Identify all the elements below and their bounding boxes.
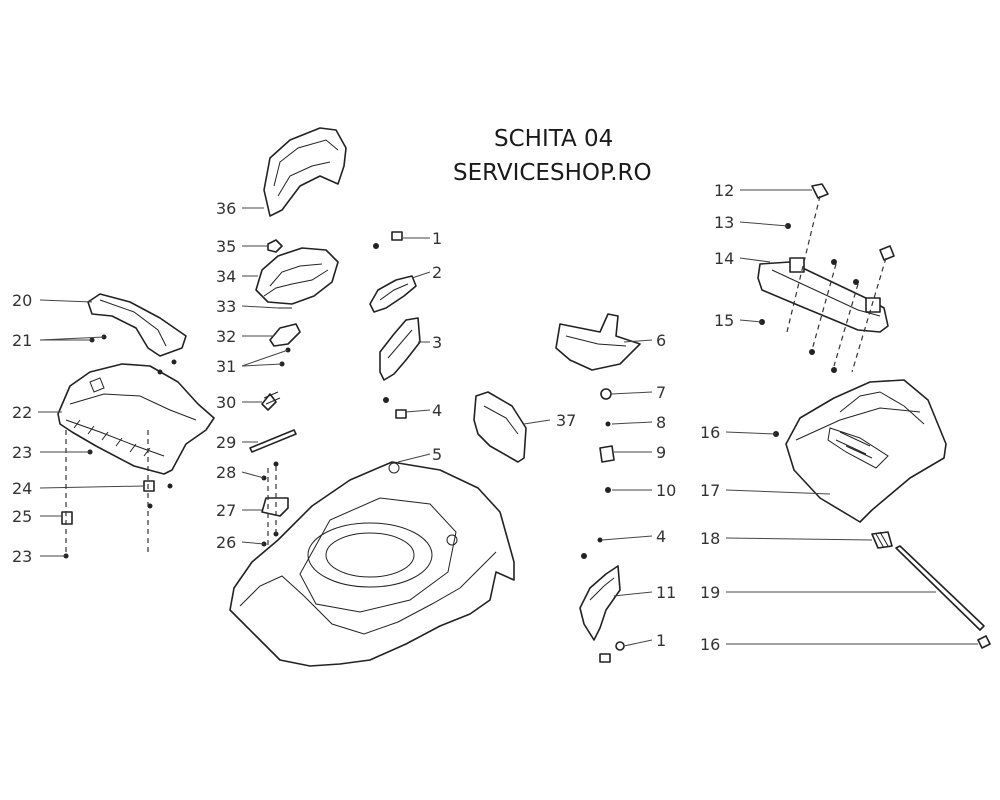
callout-22: 22 [12,403,32,422]
callout-36: 36 [216,199,236,218]
callout-17: 17 [700,481,720,500]
callout-21: 21 [12,331,32,350]
callout-18: 18 [700,529,720,548]
callout-3: 3 [432,333,442,352]
callout-15: 15 [714,311,734,330]
callout-25: 25 [12,507,32,526]
part-22-front-cover [57,363,215,475]
callout-28: 28 [216,463,236,482]
callout-7: 7 [656,383,666,402]
callout-32: 32 [216,327,236,346]
callout-8: 8 [656,413,666,432]
parts-16-19-rod [773,431,991,649]
part-37-flap [473,391,527,463]
part-17-rear-cover [785,379,947,523]
callout-30: 30 [216,393,236,412]
callout-11: 11 [656,583,676,602]
callout-31: 31 [216,357,236,376]
part-14-rear-axle-bracket [757,183,895,373]
callout-1-a: 1 [432,229,442,248]
diagram-subtitle: SERVICESHOP.RO [453,160,652,186]
callout-19: 19 [700,583,720,602]
callout-29: 29 [216,433,236,452]
callout-10: 10 [656,481,676,500]
callout-20: 20 [12,291,32,310]
part-11-bracket [579,565,625,663]
callout-16-a: 16 [700,423,720,442]
part-5-mower-deck [229,461,515,667]
callout-14: 14 [714,249,734,268]
leader-lines [38,189,978,647]
part-20-handle-grip [87,293,187,357]
callout-13: 13 [714,213,734,232]
callout-2: 2 [432,263,442,282]
callout-1-b: 1 [656,631,666,650]
part-34-level-indicator-housing [255,247,339,305]
callout-labels: 20 21 22 23 24 25 23 36 35 34 33 32 31 3… [12,181,734,654]
callout-6: 6 [656,331,666,350]
callout-26: 26 [216,533,236,552]
parts-7-10-fasteners [581,388,615,559]
callout-4-a: 4 [432,401,442,420]
callout-9: 9 [656,443,666,462]
callout-27: 27 [216,501,236,520]
callout-24: 24 [12,479,32,498]
callout-35: 35 [216,237,236,256]
callout-34: 34 [216,267,236,286]
callout-4-b: 4 [656,527,666,546]
part-35-clip [267,239,283,253]
callout-23-a: 23 [12,443,32,462]
small-hardware-center [249,307,301,547]
part-36-grass-bag-handle [263,127,347,217]
callout-16-b: 16 [700,635,720,654]
parts-1-4-brackets [369,231,421,419]
part-6-deflector [555,313,641,371]
diagram-title: SCHITA 04 [494,126,614,152]
small-hardware-left [61,334,177,559]
callout-5: 5 [432,445,442,464]
callout-33: 33 [216,297,236,316]
callout-37: 37 [556,411,576,430]
callout-23-b: 23 [12,547,32,566]
callout-12: 12 [714,181,734,200]
